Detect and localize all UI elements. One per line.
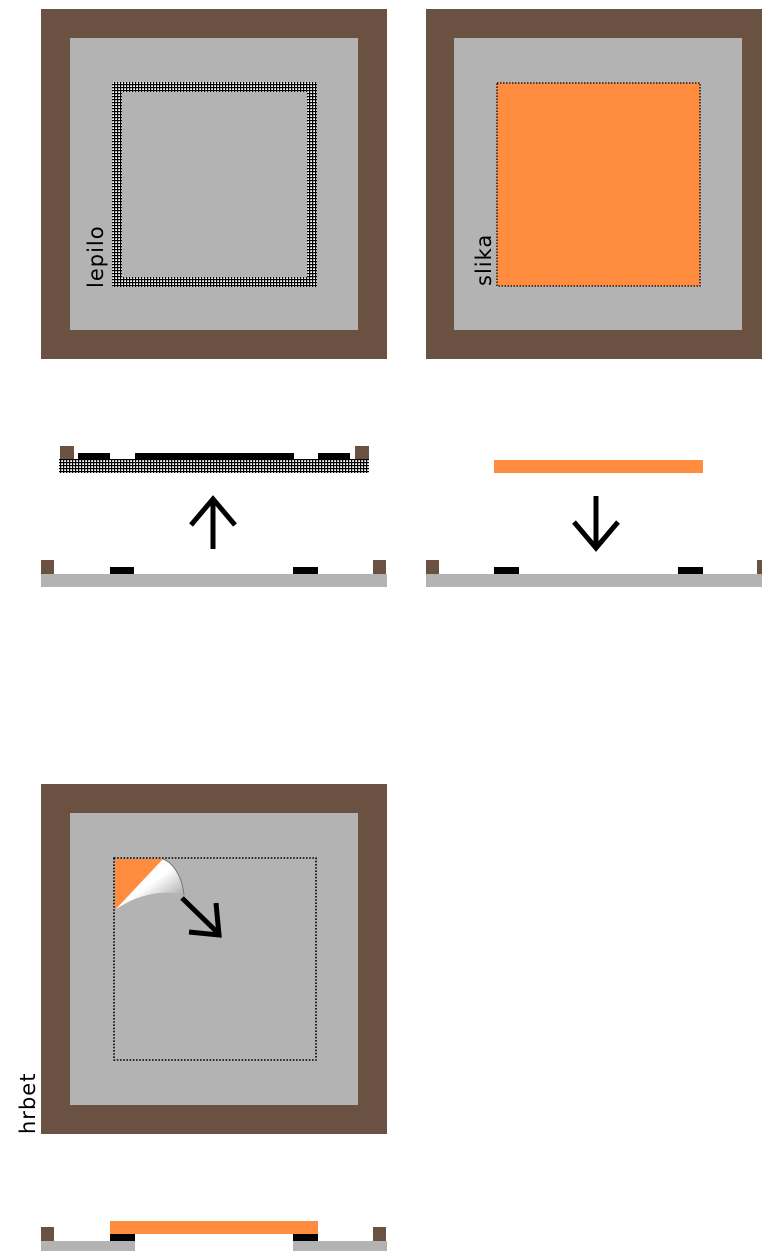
mat-base-left <box>41 1241 135 1251</box>
arrow-down-icon <box>572 496 620 552</box>
glue-label: lepilo <box>84 225 108 288</box>
arrow-up-icon <box>189 495 237 549</box>
frame-stub-left <box>426 560 439 574</box>
picture <box>496 82 701 287</box>
frame-stub-right <box>373 560 386 574</box>
tape-strip <box>293 567 318 574</box>
tape-strip <box>110 1234 135 1241</box>
picture-layer <box>110 1221 318 1234</box>
frame-stub-left <box>60 446 74 459</box>
frame-stub-left <box>41 1227 54 1241</box>
frame-stub-right <box>373 1227 386 1241</box>
back-label: hrbet <box>16 1073 40 1134</box>
peeling-corner-icon <box>115 858 185 910</box>
glue-panel: lepilo <box>41 9 387 359</box>
frame-stub-right <box>757 560 762 574</box>
frame-stub-right <box>355 446 369 459</box>
mat <box>70 813 358 1105</box>
picture-layer <box>494 460 703 473</box>
back-panel: hrbet <box>16 784 387 1134</box>
picture-label: slika <box>472 234 496 286</box>
mat-base-right <box>293 1241 387 1251</box>
tape-strip <box>678 567 703 574</box>
glue-layer <box>59 459 369 473</box>
tape-strip <box>318 453 350 459</box>
picture-cross-section <box>426 460 762 587</box>
mat-base <box>41 574 387 587</box>
back-cross-section <box>41 1221 387 1251</box>
tape-strip <box>494 567 519 574</box>
frame-stub-left <box>41 560 54 574</box>
tape-strip <box>293 1234 318 1241</box>
mat-base <box>426 574 762 587</box>
tape-strip <box>78 453 110 459</box>
glue-cross-section <box>41 446 387 587</box>
tape-strip <box>135 453 294 459</box>
arrow-down-right-icon <box>180 896 222 938</box>
tape-strip <box>110 567 134 574</box>
picture-panel: slika <box>426 9 762 359</box>
